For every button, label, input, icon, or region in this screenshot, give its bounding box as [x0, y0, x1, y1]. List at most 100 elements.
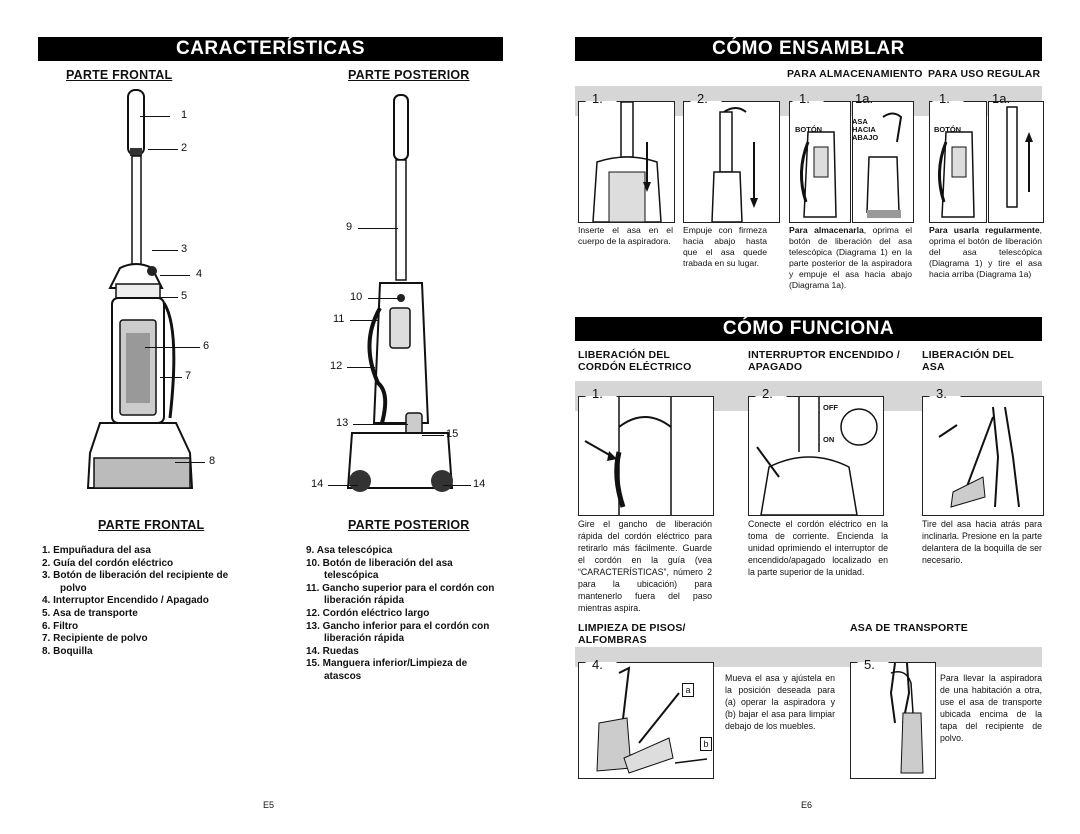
page-number-right: E6: [801, 800, 813, 810]
list-item: 7. Recipiente de polvo: [42, 633, 148, 645]
step-panel-storage-1: [789, 101, 851, 223]
callout-14-left: 14: [311, 478, 324, 490]
list-item: 15. Manguera inferior/Limpieza de atasco…: [306, 658, 468, 682]
how-panel-3: [922, 396, 1044, 516]
step-num: 1.: [592, 386, 603, 401]
step-num: 1.: [592, 91, 603, 106]
callout-10: 10: [350, 291, 363, 303]
callout-11: 11: [333, 313, 345, 325]
storage-text: Para almacenarla, oprima el botón de lib…: [789, 225, 912, 291]
label-b: b: [700, 737, 712, 751]
list-item: 12. Cordón eléctrico largo: [306, 607, 430, 619]
callout-3: 3: [181, 243, 188, 255]
step-num: 1a.: [855, 91, 874, 106]
floors-text: Mueva el asa y ajústela en la posición d…: [725, 673, 835, 731]
off-label: OFF: [823, 403, 838, 412]
callout-12: 12: [330, 360, 343, 372]
step-pointer: [585, 101, 617, 117]
button-tag-regular: BOTÓN: [934, 125, 962, 134]
step-panel-storage-1a: [852, 101, 914, 223]
page-number-left: E5: [263, 800, 275, 810]
front-list-heading: PARTE FRONTAL: [98, 518, 205, 532]
storage-heading: PARA ALMACENAMIENTO: [787, 68, 923, 80]
front-parts-list: 1. Empuñadura del asa 2. Guía del cordón…: [42, 545, 252, 658]
list-item: 9. Asa telescópica: [306, 545, 393, 556]
step-pointer: [690, 101, 722, 117]
list-item: 4. Interruptor Encendido / Apagado: [42, 595, 209, 607]
step-panel-regular-1: [929, 101, 987, 223]
step-pointer: [585, 396, 617, 412]
callout-4: 4: [196, 268, 203, 280]
callout-9: 9: [346, 221, 353, 233]
front-heading: PARTE FRONTAL: [66, 68, 173, 82]
callout-15: 15: [446, 428, 459, 440]
switch-heading: INTERRUPTOR ENCENDIDO / APAGADO: [748, 349, 900, 373]
step-pointer: [585, 662, 617, 678]
list-item: 2. Guía del cordón eléctrico: [42, 557, 174, 569]
step-num: 3.: [936, 386, 947, 401]
carry-text: Para llevar la aspiradora de una habitac…: [940, 673, 1042, 743]
step-num: 2.: [697, 91, 708, 106]
step-pointer: [755, 396, 787, 412]
list-item: 3. Botón de liberación del recipiente de…: [42, 570, 229, 594]
step-pointer: [857, 662, 889, 678]
handle-down-tag: ASA HACIA ABAJO: [852, 117, 879, 142]
step-num: 5.: [864, 657, 875, 672]
step-num: 1a.: [992, 91, 1011, 106]
back-parts-list: 9. Asa telescópica 10. Botón de liberaci…: [306, 545, 506, 684]
regular-text: Para usarla regularmente, oprima el botó…: [929, 225, 1042, 280]
step-pointer: [932, 101, 964, 117]
list-item: 5. Asa de transporte: [42, 607, 138, 619]
how-it-works-banner: CÓMO FUNCIONA: [575, 317, 1042, 341]
handle-text: Tire del asa hacia atrás para inclinarla…: [922, 519, 1042, 565]
callout-5: 5: [181, 290, 188, 302]
back-heading: PARTE POSTERIOR: [348, 68, 470, 82]
callout-8: 8: [209, 455, 216, 467]
callout-2: 2: [181, 142, 188, 154]
step-panel-2: [683, 101, 780, 223]
floors-panel: [578, 662, 714, 779]
step-num: 4.: [592, 657, 603, 672]
front-vacuum-illustration: [86, 89, 194, 489]
back-list-heading: PARTE POSTERIOR: [348, 518, 470, 532]
how-panel-1: [578, 396, 714, 516]
step-panel-1: [578, 101, 675, 223]
how-panel-2: [748, 396, 884, 516]
back-vacuum-illustration: [346, 94, 454, 492]
step-pointer: [929, 396, 961, 412]
regular-heading: PARA USO REGULAR: [928, 68, 1041, 80]
storage-rest: , oprima el botón de liberación del asa …: [789, 225, 912, 290]
floors-heading: LIMPIEZA DE PISOS/ ALFOMBRAS: [578, 622, 686, 646]
step-pointer: [792, 101, 824, 117]
callout-6: 6: [203, 340, 210, 352]
switch-text: Conecte el cordón eléctrico en la toma d…: [748, 519, 888, 577]
label-a: a: [682, 683, 694, 697]
callout-1: 1: [181, 109, 188, 121]
list-item: 13. Gancho inferior para el cordón con l…: [306, 620, 490, 645]
list-item: 6. Filtro: [42, 620, 79, 632]
cord-text: Gire el gancho de liberación rápida del …: [578, 519, 712, 613]
assemble-banner: CÓMO ENSAMBLAR: [575, 37, 1042, 61]
callout-13: 13: [336, 417, 349, 429]
list-item: 8. Boquilla: [42, 645, 93, 657]
button-tag: BOTÓN: [795, 125, 823, 134]
list-item: 14. Ruedas: [306, 645, 359, 657]
step-num: 1.: [799, 91, 810, 106]
step-panel-regular-1a: [988, 101, 1044, 223]
cord-release-heading: LIBERACIÓN DEL CORDÓN ELÉCTRICO: [578, 349, 692, 373]
step1-text: Inserte el asa en el cuerpo de la aspira…: [578, 225, 673, 246]
storage-bold: Para almacenarla: [789, 225, 864, 235]
step2-text: Empuje con firmeza hacia abajo hasta que…: [683, 225, 767, 268]
carry-panel: [850, 662, 936, 779]
regular-bold: Para usarla regularmente: [929, 225, 1040, 235]
list-item: 11. Gancho superior para el cordón con l…: [306, 582, 495, 607]
list-item: 10. Botón de liberación del asa telescóp…: [306, 557, 453, 582]
callout-7: 7: [185, 370, 192, 382]
step-num: 1.: [939, 91, 950, 106]
carry-heading: ASA DE TRANSPORTE: [850, 622, 968, 634]
step-num: 2.: [762, 386, 773, 401]
on-label: ON: [823, 435, 835, 444]
callout-14-right: 14: [473, 478, 486, 490]
features-banner: CARACTERÍSTICAS: [38, 37, 503, 61]
handle-release-heading: LIBERACIÓN DEL ASA: [922, 349, 1014, 373]
